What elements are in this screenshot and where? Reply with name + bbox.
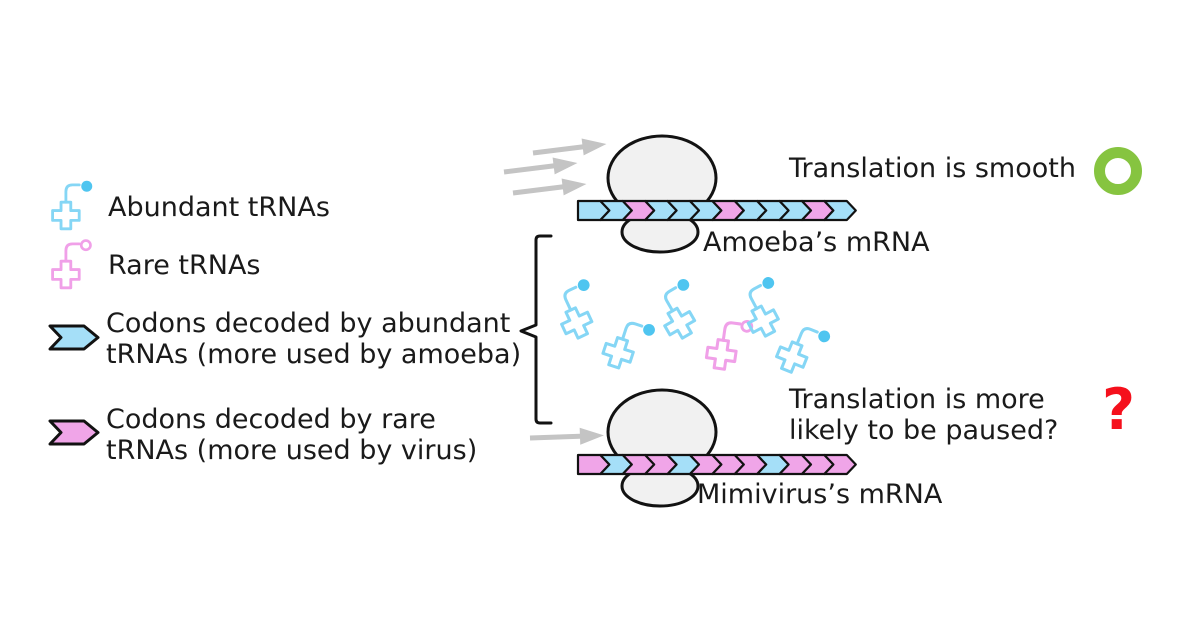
rare-trna-icon	[703, 314, 754, 374]
mimivirus-mrna-label: Mimivirus’s mRNA	[697, 479, 943, 510]
legend-abundant-codon-label: Codons decoded by abundant tRNAs (more u…	[106, 308, 522, 371]
green-ring-icon	[1094, 147, 1142, 195]
group-bracket	[519, 234, 553, 425]
paused-caption: Translation is more likely to be paused?	[789, 384, 1059, 447]
speed-arrow-slow	[529, 427, 604, 445]
mimivirus-mrna-strand	[576, 453, 857, 476]
legend-abundant-trna-label: Abundant tRNAs	[108, 192, 330, 223]
speed-arrow-icon	[532, 138, 607, 156]
legend-rare-trna-label: Rare tRNAs	[108, 250, 261, 281]
smooth-caption: Translation is smooth	[789, 153, 1076, 184]
speed-arrow-icon	[512, 178, 587, 196]
abundant-trna-icon	[647, 275, 713, 345]
amoeba-mrna-label: Amoeba’s mRNA	[703, 227, 930, 258]
speed-arrow-icon	[529, 427, 604, 445]
amoeba-mrna-strand	[576, 199, 857, 222]
red-question-mark-icon: ?	[1102, 377, 1136, 443]
rare-codon-chevron	[823, 453, 857, 476]
abundant-codon-icon	[48, 324, 100, 351]
trna-pool	[546, 273, 834, 383]
ribosome-mimivirus	[606, 388, 718, 508]
ribosome-amoeba	[606, 134, 718, 254]
rare-codon-icon	[48, 419, 100, 446]
abundant-trna-icon	[598, 311, 658, 377]
abundant-trna-icon	[546, 275, 610, 344]
speed-arrows-fast	[503, 138, 607, 196]
abundant-codon-chevron	[823, 199, 857, 222]
speed-arrow-icon	[503, 157, 578, 175]
legend-rare-codon-label: Codons decoded by rare tRNAs (more used …	[106, 404, 478, 467]
abundant-trna-icon	[771, 315, 834, 383]
